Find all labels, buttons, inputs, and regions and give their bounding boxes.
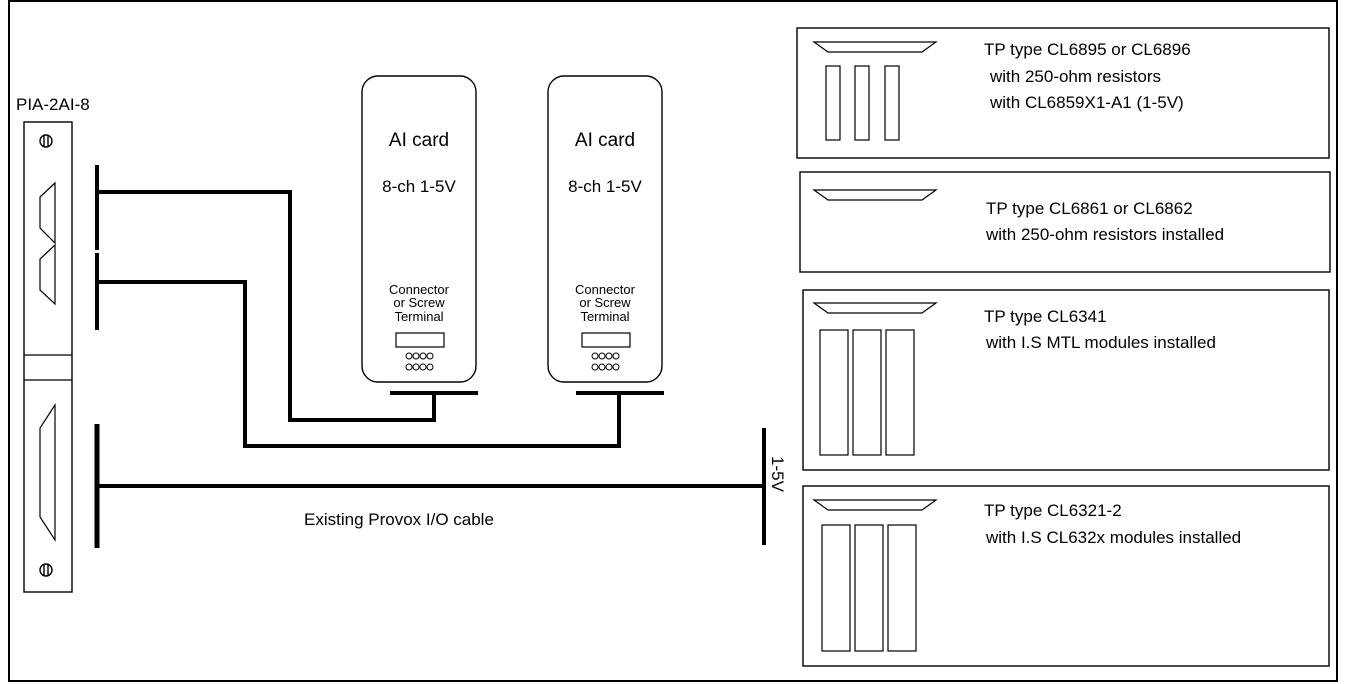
module-slot — [885, 329, 915, 456]
module-slot — [854, 65, 870, 141]
connector-socket-icon — [39, 402, 56, 543]
termination-panel-line: TP type CL6341 — [984, 307, 1107, 326]
pia-panel-body — [23, 121, 73, 593]
terminal-label: Connector — [389, 282, 450, 297]
termination-panel: TP type CL6341 with I.S MTL modules inst… — [802, 289, 1330, 471]
ai-card-body — [361, 75, 477, 383]
termination-panel-box — [802, 485, 1330, 667]
module-slot — [884, 65, 900, 141]
connector-block-icon — [395, 332, 445, 348]
terminal-label: Terminal — [580, 309, 629, 324]
ai-card: AI card 8-ch 1-5V Connector or Screw Ter… — [547, 75, 663, 383]
module-slot — [852, 329, 882, 456]
ai-card-title: AI card — [389, 130, 449, 151]
connector-icon — [812, 499, 938, 511]
termination-panel-box — [796, 27, 1330, 159]
cable-label: Existing Provox I/O cable — [304, 510, 494, 529]
provox-io-cable — [94, 424, 766, 548]
cable-1 — [95, 165, 478, 422]
cable-2 — [95, 253, 664, 448]
ai-card-body — [547, 75, 663, 383]
screw-icon — [39, 134, 53, 148]
terminal-label: Connector — [575, 282, 636, 297]
termination-panel-line: with I.S MTL modules installed — [985, 333, 1216, 352]
termination-panel-box — [802, 289, 1330, 471]
module-slot — [819, 329, 849, 456]
termination-panel-line: TP type CL6895 or CL6896 — [984, 40, 1191, 59]
pia-panel-label: PIA-2AI-8 — [16, 95, 90, 114]
signal-label: 1-5V — [768, 456, 787, 493]
connector-icon — [812, 41, 938, 53]
module-slot — [825, 65, 841, 141]
module-slot — [854, 524, 884, 652]
termination-panel-line: with 250-ohm resistors installed — [985, 225, 1224, 244]
module-slot — [821, 524, 851, 652]
screw-terminals-icon — [591, 352, 620, 371]
terminal-label: Terminal — [394, 309, 443, 324]
screw-terminals-icon — [405, 352, 434, 371]
termination-panel-line: with I.S CL632x modules installed — [985, 528, 1241, 547]
termination-panel-line: with 250-ohm resistors — [989, 67, 1161, 86]
ai-card-spec: 8-ch 1-5V — [382, 177, 456, 196]
termination-panel-line: with CL6859X1-A1 (1-5V) — [989, 93, 1184, 112]
termination-panel-line: TP type CL6861 or CL6862 — [986, 199, 1193, 218]
connector-icon — [812, 189, 938, 201]
termination-panel: TP type CL6895 or CL6896 with 250-ohm re… — [796, 27, 1330, 159]
ai-card-spec: 8-ch 1-5V — [568, 177, 642, 196]
screw-icon — [39, 563, 53, 577]
connector-block-icon — [581, 332, 631, 348]
termination-panel-box — [799, 171, 1331, 273]
connector-socket-icon — [39, 181, 56, 245]
termination-panel-line: TP type CL6321-2 — [984, 501, 1122, 520]
ai-card: AI card 8-ch 1-5V Connector or Screw Ter… — [361, 75, 477, 383]
termination-panel: TP type CL6861 or CL6862 with 250-ohm re… — [799, 171, 1331, 273]
pia-panel: PIA-2AI-8 — [16, 95, 90, 593]
module-slot — [887, 524, 917, 652]
terminal-label: or Screw — [579, 295, 631, 310]
terminal-label: or Screw — [393, 295, 445, 310]
connector-socket-icon — [39, 243, 56, 306]
connector-icon — [812, 302, 938, 314]
ai-card-title: AI card — [575, 130, 635, 151]
termination-panel: TP type CL6321-2 with I.S CL632x modules… — [802, 485, 1330, 667]
